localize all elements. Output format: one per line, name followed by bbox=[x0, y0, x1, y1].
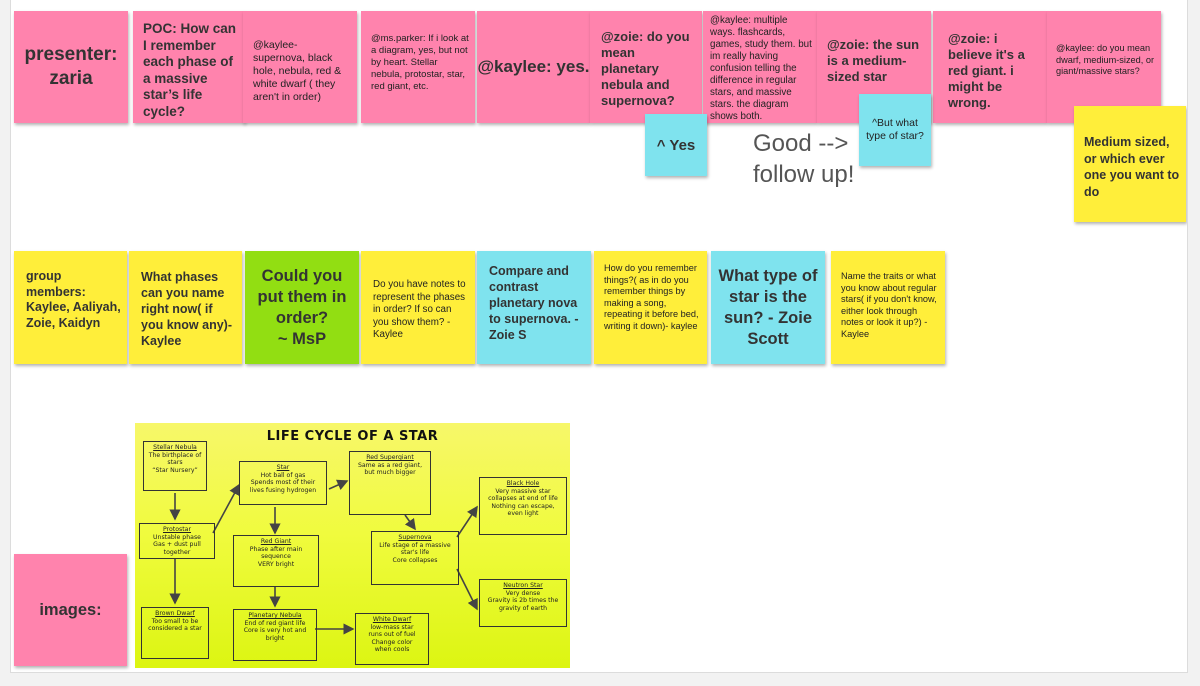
sticky-note-type-reply[interactable]: ^But what type of star? bbox=[859, 94, 931, 166]
box-white-dwarf-heading: White Dwarf bbox=[372, 616, 412, 623]
sticky-note-sun-type[interactable]: What type of star is the sun? - Zoie Sco… bbox=[711, 251, 825, 364]
diagram-title: LIFE CYCLE OF A STAR bbox=[266, 429, 439, 444]
box-supernova-heading: Supernova bbox=[398, 534, 432, 541]
box-black-hole: Black Hole Very massive star collapses a… bbox=[479, 477, 567, 535]
sticky-note-kaylee-ways[interactable]: @kaylee: multiple ways. flashcards, game… bbox=[703, 11, 817, 123]
box-brown-dwarf: Brown Dwarf Too small to be considered a… bbox=[141, 607, 209, 659]
box-black-hole-body: Very massive star collapses at end of li… bbox=[488, 487, 558, 518]
sticky-note-msparker[interactable]: @ms.parker: If i look at a diagram, yes,… bbox=[361, 11, 475, 123]
box-star: Star Hot ball of gas Spends most of thei… bbox=[239, 461, 327, 505]
sticky-note-kaylee-dwarf[interactable]: @kaylee: do you mean dwarf, medium-sized… bbox=[1047, 11, 1161, 123]
board-canvas[interactable]: presenter: zaria POC: How can I remember… bbox=[10, 0, 1188, 673]
sticky-note-zoie-redgiant[interactable]: @zoie: i believe it's a red giant. i mig… bbox=[933, 11, 1047, 123]
diagram-arrows bbox=[169, 479, 478, 635]
box-protostar: Protostar Unstable phase Gas + dust pull… bbox=[139, 523, 215, 559]
sticky-note-poc[interactable]: POC: How can I remember each phase of a … bbox=[133, 11, 245, 123]
box-red-supergiant: Red Supergiant Same as a red giant, but … bbox=[349, 451, 431, 515]
box-brown-dwarf-heading: Brown Dwarf bbox=[155, 610, 195, 617]
box-neutron-star-body: Very dense Gravity is 2b times the gravi… bbox=[487, 589, 559, 612]
box-white-dwarf: White Dwarf low-mass star runs out of fu… bbox=[355, 613, 429, 665]
sticky-note-medium-sized[interactable]: Medium sized, or which ever one you want… bbox=[1074, 106, 1186, 222]
box-brown-dwarf-body: Too small to be considered a star bbox=[148, 617, 202, 633]
box-protostar-body: Unstable phase Gas + dust pull together bbox=[153, 533, 201, 556]
box-star-heading: Star bbox=[276, 464, 290, 471]
sticky-note-phases-question[interactable]: What phases can you name right now( if y… bbox=[129, 251, 242, 364]
box-neutron-star-heading: Neutron Star bbox=[503, 582, 543, 589]
box-planetary-nebula: Planetary Nebula End of red giant life C… bbox=[233, 609, 317, 661]
sticky-note-notes-question[interactable]: Do you have notes to represent the phase… bbox=[361, 251, 475, 364]
box-stellar-nebula: Stellar Nebula The birthplace of stars “… bbox=[143, 441, 207, 491]
box-supernova: Supernova Life stage of a massive star's… bbox=[371, 531, 459, 585]
sticky-note-presenter[interactable]: presenter: zaria bbox=[14, 11, 128, 123]
sticky-note-compare[interactable]: Compare and contrast planetary nova to s… bbox=[477, 251, 591, 364]
box-black-hole-heading: Black Hole bbox=[506, 480, 540, 487]
sticky-note-order-question[interactable]: Could you put them in order? ~ MsP bbox=[245, 251, 359, 364]
box-white-dwarf-body: low-mass star runs out of fuel Change co… bbox=[368, 623, 416, 654]
box-red-giant: Red Giant Phase after main sequence VERY… bbox=[233, 535, 319, 587]
box-supernova-body: Life stage of a massive star's life Core… bbox=[379, 541, 451, 564]
box-star-body: Hot ball of gas Spends most of their liv… bbox=[249, 471, 317, 494]
box-red-supergiant-heading: Red Supergiant bbox=[366, 454, 414, 461]
sticky-note-kaylee-phases[interactable]: @kaylee- supernova, black hole, nebula, … bbox=[243, 11, 357, 123]
follow-up-text[interactable]: Good --> follow up! bbox=[753, 130, 855, 188]
sticky-note-zoie-question[interactable]: @zoie: do you mean planetary nebula and … bbox=[590, 11, 702, 123]
life-cycle-diagram-image[interactable]: LIFE CYCLE OF A STAR Stellar Nebula The … bbox=[135, 423, 570, 668]
box-red-giant-heading: Red Giant bbox=[260, 538, 292, 545]
box-neutron-star: Neutron Star Very dense Gravity is 2b ti… bbox=[479, 579, 567, 627]
box-protostar-heading: Protostar bbox=[162, 526, 191, 533]
sticky-note-yes-reply[interactable]: ^ Yes bbox=[645, 114, 707, 176]
sticky-note-traits[interactable]: Name the traits or what you know about r… bbox=[831, 251, 945, 364]
sticky-note-group-members[interactable]: group members: Kaylee, Aaliyah, Zoie, Ka… bbox=[14, 251, 127, 364]
box-red-supergiant-body: Same as a red giant, but much bigger bbox=[357, 461, 423, 477]
sticky-note-remember[interactable]: How do you remember things?( as in do yo… bbox=[594, 251, 707, 364]
box-red-giant-body: Phase after main sequence VERY bright bbox=[249, 545, 303, 568]
box-stellar-nebula-heading: Stellar Nebula bbox=[153, 444, 197, 451]
sticky-note-kaylee-yes[interactable]: @kaylee: yes. bbox=[477, 11, 590, 123]
box-planetary-nebula-heading: Planetary Nebula bbox=[248, 612, 302, 619]
box-stellar-nebula-body: The birthplace of stars “Star Nursery” bbox=[148, 451, 202, 474]
box-planetary-nebula-body: End of red giant life Core is very hot a… bbox=[243, 619, 307, 642]
sticky-note-images[interactable]: images: bbox=[14, 554, 127, 666]
